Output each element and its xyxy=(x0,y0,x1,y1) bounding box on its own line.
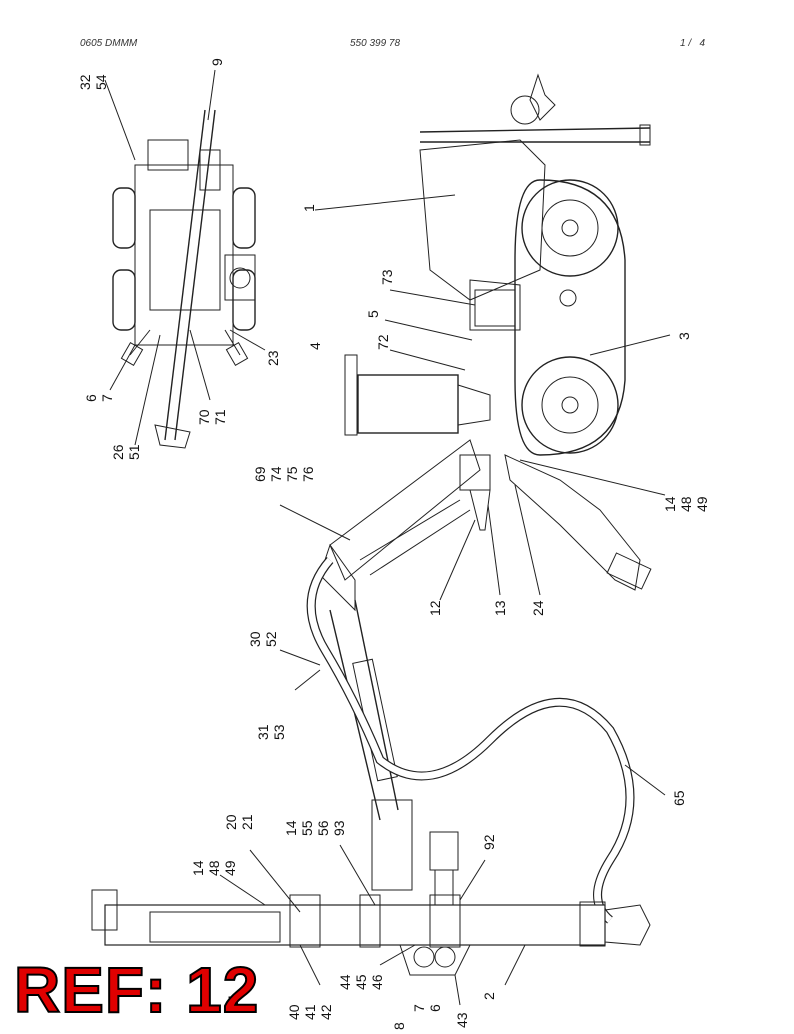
callout-26: 26 xyxy=(110,444,126,460)
callout-13: 13 xyxy=(492,600,508,616)
callout-92: 92 xyxy=(481,834,497,850)
callout-7-top: 7 xyxy=(99,394,115,402)
callout-31: 31 xyxy=(255,724,271,740)
callout-56: 56 xyxy=(315,820,331,836)
doc-code: 0605 DMMM xyxy=(80,38,138,49)
callout-3: 3 xyxy=(676,332,692,340)
callout-32: 32 xyxy=(77,74,93,90)
callout-6-bottom: 6 xyxy=(427,1004,443,1012)
callout-24: 24 xyxy=(530,600,546,616)
callout-14-right: 14 xyxy=(662,496,678,512)
page-indicator: 1 / 4 xyxy=(680,38,706,49)
callout-75: 75 xyxy=(284,466,300,482)
callout-14-left: 14 xyxy=(190,860,206,876)
machine-side-view xyxy=(344,73,652,591)
callout-72: 72 xyxy=(375,334,391,350)
callout-5: 5 xyxy=(365,310,381,318)
hydraulic-hose xyxy=(306,557,635,924)
callout-46: 46 xyxy=(369,974,385,990)
callout-numbers: 1 73 5 72 4 3 12 13 24 65 92 2 43 8 9 23… xyxy=(77,58,710,1030)
callout-52: 52 xyxy=(263,631,279,647)
callout-23: 23 xyxy=(265,350,281,366)
callout-70: 70 xyxy=(196,409,212,425)
leader-lines xyxy=(104,69,671,1006)
callout-12: 12 xyxy=(427,600,443,616)
callout-7-bottom: 7 xyxy=(411,1004,427,1012)
callout-30: 30 xyxy=(247,631,263,647)
callout-40: 40 xyxy=(286,1004,302,1020)
callout-8: 8 xyxy=(391,1022,407,1030)
callout-20: 20 xyxy=(223,814,239,830)
callout-41: 41 xyxy=(302,1004,318,1020)
callout-55: 55 xyxy=(299,820,315,836)
callout-14-mid: 14 xyxy=(283,820,299,836)
callout-51: 51 xyxy=(126,444,142,460)
drill-assembly xyxy=(91,889,651,976)
boom-arm xyxy=(319,439,481,906)
callout-74: 74 xyxy=(268,466,284,482)
callout-54: 54 xyxy=(93,74,109,90)
callout-49-left: 49 xyxy=(222,860,238,876)
callout-73: 73 xyxy=(379,269,395,285)
callout-93: 93 xyxy=(331,820,347,836)
callout-53: 53 xyxy=(271,724,287,740)
callout-43: 43 xyxy=(454,1012,470,1028)
callout-42: 42 xyxy=(318,1004,334,1020)
callout-49-right: 49 xyxy=(694,496,710,512)
callout-69: 69 xyxy=(252,466,268,482)
callout-48-right: 48 xyxy=(678,496,694,512)
part-number: 550 399 78 xyxy=(350,38,401,49)
callout-45: 45 xyxy=(353,974,369,990)
callout-4: 4 xyxy=(307,342,323,350)
callout-21: 21 xyxy=(239,814,255,830)
callout-9: 9 xyxy=(209,58,225,66)
machine-top-view xyxy=(112,109,256,449)
callout-65: 65 xyxy=(671,790,687,806)
ref-label: REF: 12 xyxy=(13,954,260,1026)
callout-6-top: 6 xyxy=(83,394,99,402)
callout-2: 2 xyxy=(481,992,497,1000)
callout-76: 76 xyxy=(300,466,316,482)
callout-48-left: 48 xyxy=(206,860,222,876)
callout-71: 71 xyxy=(212,409,228,425)
callout-1: 1 xyxy=(301,204,317,212)
callout-44: 44 xyxy=(337,974,353,990)
callout-11: 11 xyxy=(225,993,241,1008)
